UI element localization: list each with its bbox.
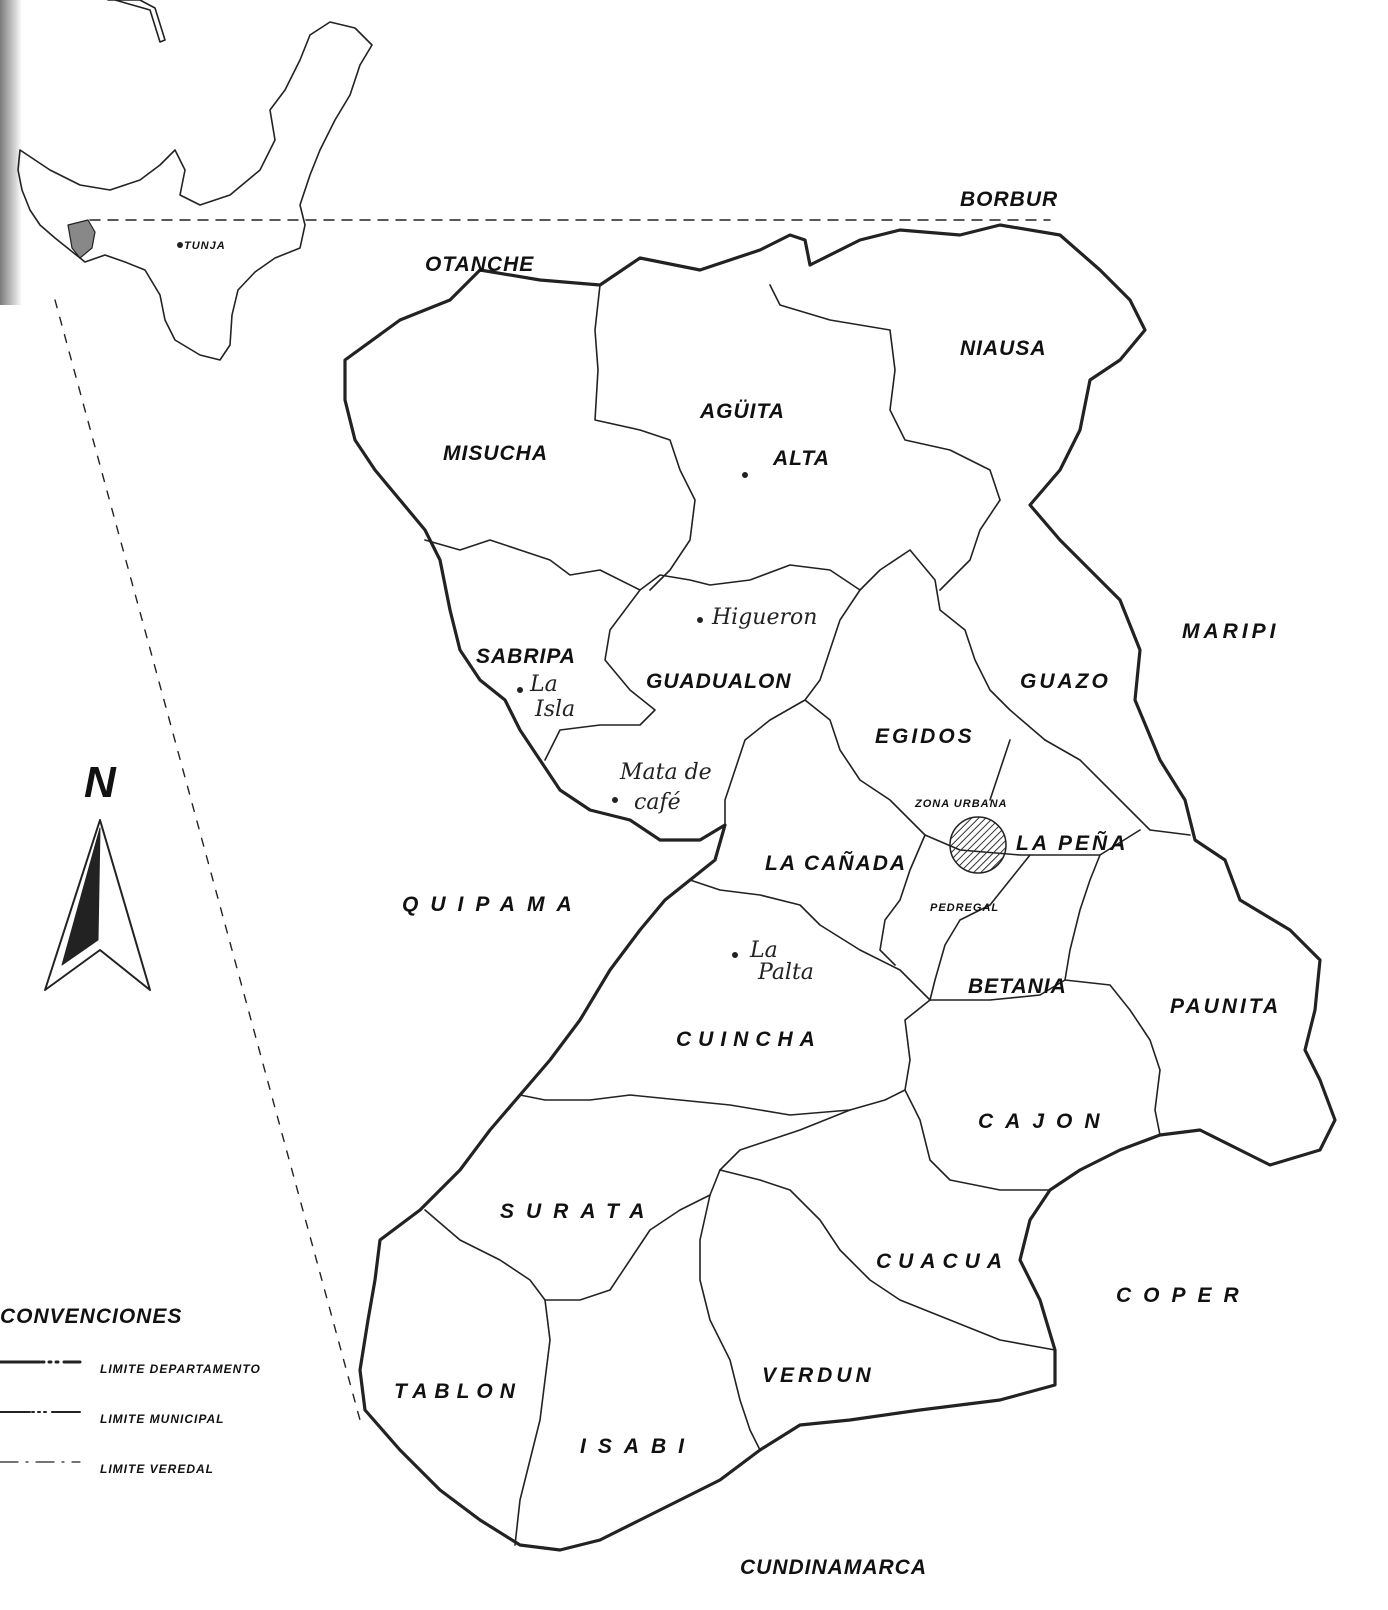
label-otanche: OTANCHE <box>425 253 535 276</box>
legend-title: CONVENCIONES <box>0 1305 183 1328</box>
north-arrow <box>44 819 151 991</box>
scan-edge <box>0 0 22 305</box>
label-coper: COPER <box>1116 1284 1251 1307</box>
annotation-la-palta-2: Palta <box>758 960 814 985</box>
label-zona-urbana: ZONA URBANA <box>915 798 1008 810</box>
annotation-la-isla-2: Isla <box>535 697 576 722</box>
label-tunja: TUNJA <box>184 240 226 252</box>
label-la-pena: LA PEÑA <box>1016 832 1129 855</box>
label-aguita: AGÜITA <box>700 400 785 423</box>
label-tablon: TABLON <box>394 1380 522 1403</box>
annotation-mata-2: café <box>634 790 681 815</box>
annotation-la-isla-1: La <box>530 672 558 697</box>
label-niausa: NIAUSA <box>960 337 1047 360</box>
label-surata: SURATA <box>500 1200 657 1223</box>
label-quipama: QUIPAMA <box>402 893 584 916</box>
legend-symbols <box>0 1360 82 1463</box>
label-guadualon: GUADUALON <box>646 670 792 693</box>
legend-item-veredal: LIMITE VEREDAL <box>100 1462 215 1476</box>
north-label: N <box>84 758 116 807</box>
vereda-boundaries <box>424 284 1191 1546</box>
label-la-canada: LA CAÑADA <box>765 852 908 875</box>
label-borbur: BORBUR <box>960 188 1059 211</box>
legend-item-departamento: LIMITE DEPARTAMENTO <box>100 1362 261 1376</box>
urban-zone-circle <box>949 816 1007 874</box>
label-betania: BETANIA <box>968 975 1067 998</box>
label-misucha: MISUCHA <box>443 442 548 465</box>
projection-line-left <box>54 299 361 1421</box>
label-pedregal: PEDREGAL <box>930 902 1000 914</box>
annotation-la-palta-1: La <box>750 938 778 963</box>
label-cundinamarca: CUNDINAMARCA <box>740 1556 927 1579</box>
label-alta: ALTA <box>773 447 830 470</box>
label-cuacua: CUACUA <box>876 1250 1009 1273</box>
label-verdun: VERDUN <box>762 1364 875 1387</box>
municipal-boundary <box>343 223 1337 1552</box>
legend-item-municipal: LIMITE MUNICIPAL <box>100 1412 225 1426</box>
label-guazo: GUAZO <box>1020 670 1111 693</box>
label-sabripa: SABRIPA <box>476 645 576 668</box>
label-paunita: PAUNITA <box>1170 995 1282 1018</box>
annotation-mata-1: Mata de <box>620 760 712 785</box>
annotation-higueron: Higueron <box>712 605 818 630</box>
label-cajon: CAJON <box>978 1110 1112 1133</box>
label-egidos: EGIDOS <box>875 725 975 748</box>
inset-department-outline <box>17 0 373 361</box>
inset-municipality-hatch <box>67 219 96 259</box>
label-isabi: ISABI <box>580 1435 697 1458</box>
label-maripi: MARIPI <box>1182 620 1280 643</box>
label-cuincha: CUINCHA <box>676 1028 822 1051</box>
